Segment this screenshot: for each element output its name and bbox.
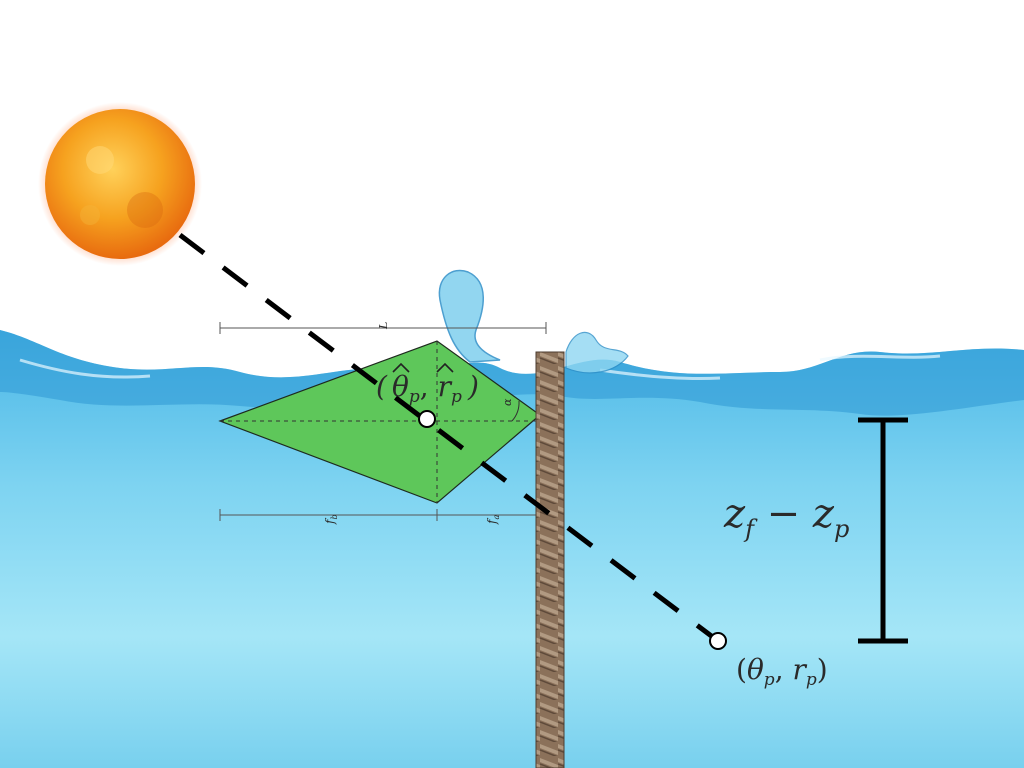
length-label: L: [377, 322, 390, 330]
depth-bar: [858, 417, 908, 644]
estimated-sep: ,: [420, 370, 438, 403]
estimated-theta-hat: [392, 362, 410, 373]
sun-icon: [38, 102, 202, 266]
true-sep: ,: [775, 653, 793, 686]
water-splash-right: [565, 331, 629, 374]
estimated-point-marker: [418, 410, 436, 428]
true-open: (: [736, 653, 747, 686]
estimated-theta: θ: [392, 370, 409, 403]
water-splash: [438, 269, 501, 363]
water-surface: [0, 330, 1024, 416]
estimated-r-sub: p: [451, 387, 462, 407]
length-dimension: [219, 322, 547, 334]
svg-text:): ): [467, 370, 479, 403]
true-point-label: (θp, rp): [736, 653, 828, 690]
true-theta: θ: [747, 653, 764, 686]
depth-zf: z: [723, 491, 746, 537]
rope-icon: [535, 351, 565, 768]
water-body: [0, 330, 1024, 768]
estimated-r: r: [438, 370, 453, 403]
true-r-sub: p: [806, 670, 817, 690]
estimated-point-label: ( θp, rp ): [376, 362, 479, 407]
true-theta-sub: p: [764, 670, 775, 690]
true-point-marker: [709, 632, 727, 650]
svg-text:(: (: [376, 370, 388, 403]
svg-text:fa: fa: [485, 515, 501, 525]
angle-arc: [511, 400, 520, 422]
wave-highlights: [19, 354, 941, 381]
estimated-r-hat: [436, 362, 454, 373]
angle-label: α: [501, 398, 514, 406]
true-close: ): [817, 653, 828, 686]
estimated-theta-sub: p: [409, 387, 420, 407]
true-r: r: [793, 653, 808, 686]
depth-minus: −: [754, 491, 813, 537]
svg-text:fb: fb: [323, 514, 339, 525]
front-length-sub: a: [492, 515, 501, 520]
front-length-symbol: f: [485, 517, 499, 525]
depth-zp-sub: p: [834, 515, 849, 543]
back-length-symbol: f: [323, 517, 337, 525]
back-length-sub: b: [330, 514, 339, 519]
svg-text:θp, rp: θp, rp: [392, 370, 462, 407]
depth-zp: z: [812, 491, 835, 537]
front-length-label: fa: [485, 515, 501, 525]
back-length-label: fb: [323, 514, 339, 525]
sight-line: [178, 233, 720, 643]
depth-label: zf − zp: [723, 491, 849, 543]
